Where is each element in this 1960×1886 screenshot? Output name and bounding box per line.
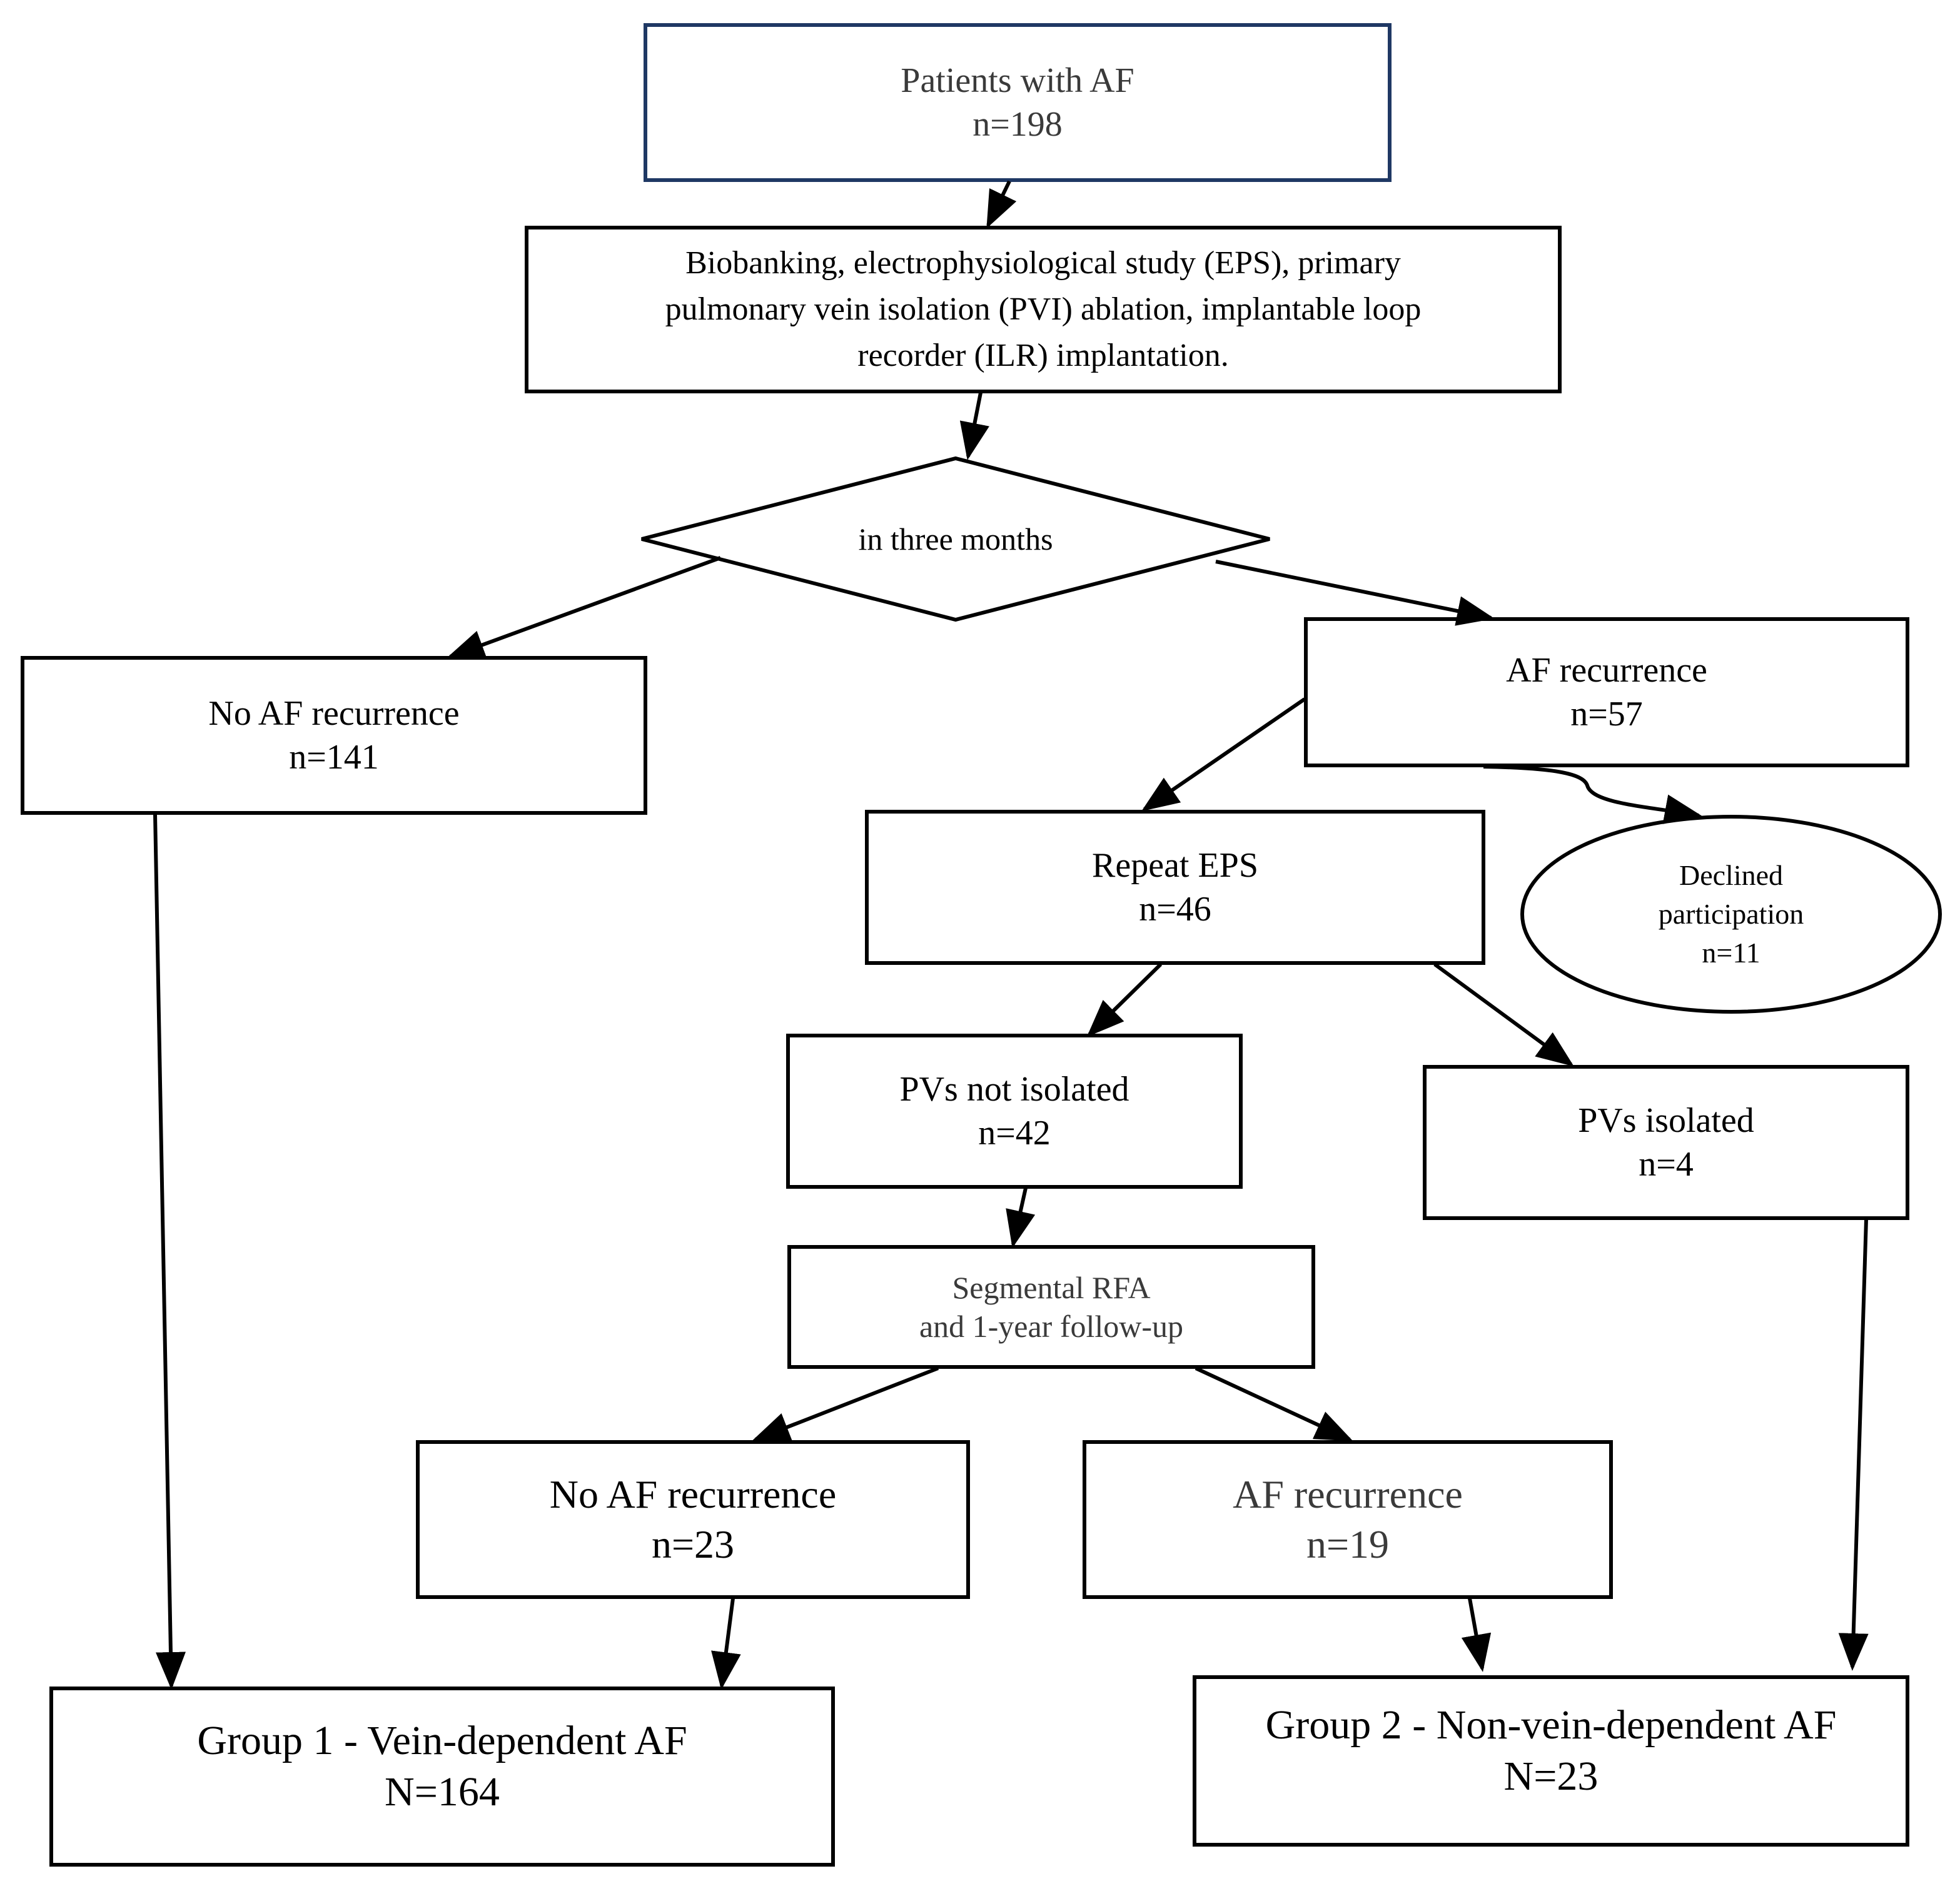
procedures-node: Biobanking, electrophysiological study (…	[527, 228, 1560, 391]
arrow-procedures-to-decision	[959, 392, 989, 460]
recurrence-1-title: AF recurrence	[1506, 651, 1707, 690]
group1-box	[49, 1687, 835, 1867]
recurrence-2-box	[1083, 1440, 1613, 1599]
group1-title: Group 1 - Vein-dependent AF	[197, 1717, 687, 1763]
repeat-eps-node: Repeat EPS n=46	[867, 812, 1483, 963]
repeat-eps-title: Repeat EPS	[1092, 846, 1258, 885]
procedures-line-3: recorder (ILR) implantation.	[857, 337, 1229, 373]
arrow-no-recurrence-2-to-group1	[711, 1598, 741, 1690]
group2-count: N=23	[1503, 1753, 1599, 1799]
decision-label: in three months	[858, 521, 1053, 557]
arrow-segmental-to-recurrence	[1195, 1366, 1353, 1441]
declined-node: Declined participation n=11	[1522, 817, 1940, 1012]
arrow-decision-to-no-recurrence	[447, 556, 722, 659]
no-recurrence-2-count: n=23	[651, 1522, 735, 1566]
declined-ellipse	[1520, 815, 1942, 1014]
recurrence-2-count: n=19	[1306, 1522, 1390, 1566]
patients-box	[644, 23, 1392, 182]
pvs-isolated-title: PVs isolated	[1578, 1101, 1754, 1140]
arrow-pvs-isolated-to-group2	[1838, 1219, 1869, 1671]
no-recurrence-2-title: No AF recurrence	[549, 1472, 837, 1516]
pvs-not-isolated-count: n=42	[978, 1114, 1051, 1152]
no-recurrence-1-box	[21, 656, 647, 815]
segmental-rfa-box	[787, 1245, 1315, 1369]
pvs-isolated-node: PVs isolated n=4	[1425, 1067, 1907, 1218]
recurrence-1-box	[1304, 617, 1909, 767]
recurrence-2-node: AF recurrence n=19	[1084, 1442, 1611, 1597]
group2-title: Group 2 - Non-vein-dependent AF	[1265, 1702, 1837, 1748]
recurrence-1-node: AF recurrence n=57	[1306, 619, 1907, 765]
arrow-repeat-eps-to-pvs-not-isolated	[1086, 962, 1163, 1037]
group2-box	[1193, 1675, 1909, 1847]
arrow-patients-to-procedures	[986, 180, 1017, 229]
repeat-eps-box	[865, 810, 1485, 965]
arrow-no-recurrence-to-group1	[153, 814, 186, 1690]
arrow-recurrence-to-declined	[1483, 765, 1702, 824]
procedures-line-1: Biobanking, electrophysiological study (…	[685, 245, 1401, 281]
segmental-rfa-line-2: and 1-year follow-up	[919, 1309, 1184, 1344]
group2-node: Group 2 - Non-vein-dependent AF N=23	[1195, 1677, 1907, 1825]
declined-line-1: Declined	[1679, 859, 1784, 891]
recurrence-2-title: AF recurrence	[1233, 1472, 1463, 1516]
no-recurrence-1-node: No AF recurrence n=141	[23, 658, 645, 813]
procedures-line-2: pulmonary vein isolation (PVI) ablation,…	[665, 291, 1422, 328]
arrow-segmental-to-no-recurrence	[752, 1366, 939, 1441]
no-recurrence-2-node: No AF recurrence n=23	[418, 1442, 968, 1597]
patients-count: n=198	[972, 105, 1063, 144]
pvs-not-isolated-box	[786, 1034, 1243, 1189]
group1-node: Group 1 - Vein-dependent AF N=164	[51, 1688, 833, 1845]
group1-count: N=164	[385, 1769, 500, 1815]
no-recurrence-2-box	[416, 1440, 970, 1599]
segmental-rfa-node: Segmental RFA and 1-year follow-up	[789, 1247, 1313, 1367]
arrow-repeat-eps-to-pvs-isolated	[1433, 962, 1574, 1067]
pvs-isolated-count: n=4	[1639, 1145, 1694, 1184]
decision-node: in three months	[704, 514, 1207, 564]
patients-title: Patients with AF	[901, 61, 1134, 100]
decision-diamond	[641, 456, 1270, 622]
pvs-not-isolated-title: PVs not isolated	[899, 1070, 1129, 1109]
arrow-recurrence-to-repeat-eps	[1141, 697, 1306, 812]
pvs-not-isolated-node: PVs not isolated n=42	[788, 1036, 1241, 1187]
arrow-decision-to-recurrence	[1215, 560, 1495, 626]
segmental-rfa-line-1: Segmental RFA	[952, 1269, 1151, 1305]
recurrence-1-count: n=57	[1570, 695, 1643, 734]
procedures-box	[525, 226, 1562, 393]
declined-count: n=11	[1702, 937, 1760, 969]
arrow-recurrence-2-to-group2	[1461, 1598, 1492, 1672]
declined-line-2: participation	[1658, 897, 1804, 930]
no-recurrence-1-count: n=141	[289, 738, 379, 777]
patients-node: Patients with AF n=198	[645, 25, 1390, 180]
no-recurrence-1-title: No AF recurrence	[208, 694, 460, 733]
repeat-eps-count: n=46	[1139, 890, 1211, 929]
pvs-isolated-box	[1423, 1065, 1909, 1220]
arrow-pvs-not-isolated-to-segmental	[1006, 1188, 1036, 1248]
